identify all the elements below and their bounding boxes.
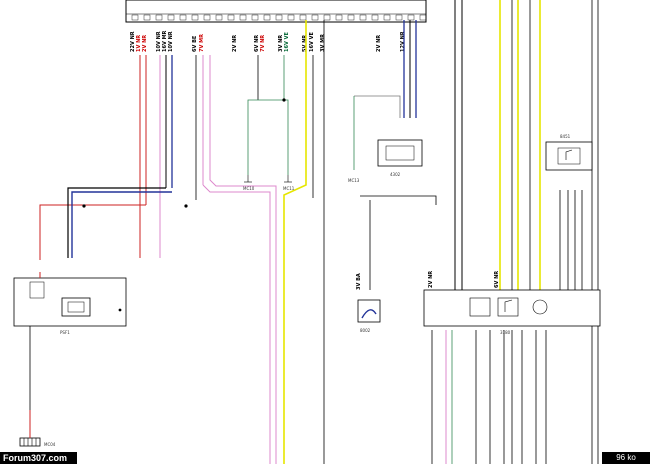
ecu-pin: [395, 14, 403, 21]
left-module: PSF1: [13, 272, 127, 410]
forum-watermark: Forum307.com: [0, 452, 77, 464]
connector-label: 5V NR: [302, 35, 308, 52]
connector-label: 16V MR: [162, 30, 168, 52]
ecu-pin: [239, 14, 247, 21]
small-center-box: 8002: [357, 299, 381, 333]
center-module: 3180: [423, 289, 601, 335]
connector-label: 16V VE: [284, 32, 290, 52]
connector-label: 3V MR: [320, 34, 326, 52]
ecu-top-connector: [125, 0, 427, 23]
component-label: 8451: [560, 134, 571, 139]
connector-label: 2V NR: [232, 35, 238, 52]
connector-label: 1V NR: [136, 35, 142, 52]
ecu-pin: [347, 14, 355, 21]
ecu-pin: [155, 14, 163, 21]
connector-label: 6V NR: [494, 271, 500, 288]
small-box-mid: 4302: [377, 139, 423, 177]
top-connector-labels: 22V NR 1V NR 2V NR 10V NR 16V MR 10V NR …: [130, 30, 406, 52]
connector-label: 6V BE: [192, 35, 198, 52]
component-label: PSF1: [60, 330, 70, 335]
connector-label: 10V NR: [156, 31, 162, 52]
connector-label: 2V NR: [142, 35, 148, 52]
ecu-pin: [263, 14, 271, 21]
ground-bottom-left: MC04: [19, 410, 56, 447]
ecu-pin: [191, 14, 199, 21]
right-connector-labels: 3V BA 2V NR 6V NR: [356, 271, 500, 290]
ground-label: MC11: [283, 186, 295, 191]
connector-label: 12V NR: [400, 31, 406, 52]
wires-center-group: [247, 20, 417, 464]
ecu-pin: [407, 14, 415, 21]
connector-label: 7V MR: [199, 34, 205, 52]
ecu-pin-strip: [131, 14, 427, 21]
ecu-pin: [227, 14, 235, 21]
connector-label: 3V NR: [278, 35, 284, 52]
ecu-pin: [299, 14, 307, 21]
ecu-pin: [323, 14, 331, 21]
ecu-pin: [131, 14, 139, 21]
ecu-pin: [179, 14, 187, 21]
component-label: 4302: [390, 172, 401, 177]
ground-points: MC10 MC11 MC13: [243, 175, 360, 191]
ecu-pin: [419, 14, 427, 21]
component-label: 3180: [500, 330, 511, 335]
ecu-pin: [311, 14, 319, 21]
wires-left-group: [39, 55, 277, 464]
ground-label: MC10: [243, 186, 255, 191]
ecu-pin: [371, 14, 379, 21]
ecu-pin: [203, 14, 211, 21]
connector-label: 2V NR: [376, 35, 382, 52]
connector-label: 10V NR: [168, 31, 174, 52]
connector-label: 6V NR: [254, 35, 260, 52]
component-label: MC04: [44, 442, 56, 447]
file-size-badge: 96 ko: [602, 452, 650, 464]
ecu-pin: [251, 14, 259, 21]
ecu-pin: [287, 14, 295, 21]
connector-label: 16V VE: [309, 32, 315, 52]
small-box-right: 8451: [545, 134, 593, 171]
ecu-pin: [215, 14, 223, 21]
ecu-pin: [275, 14, 283, 21]
ecu-pin: [167, 14, 175, 21]
ecu-pin: [359, 14, 367, 21]
junction-dots: [82, 98, 286, 312]
ground-label: MC13: [348, 178, 360, 183]
connector-label: 7V NR: [260, 35, 266, 52]
connector-label: 22V NR: [130, 31, 136, 52]
connector-label: 2V NR: [428, 271, 434, 288]
connector-label: 3V BA: [356, 273, 362, 290]
ecu-pin: [335, 14, 343, 21]
ecu-pin: [143, 14, 151, 21]
wires-right-group: [360, 0, 599, 464]
component-label: 8002: [360, 328, 371, 333]
ecu-pin: [383, 14, 391, 21]
